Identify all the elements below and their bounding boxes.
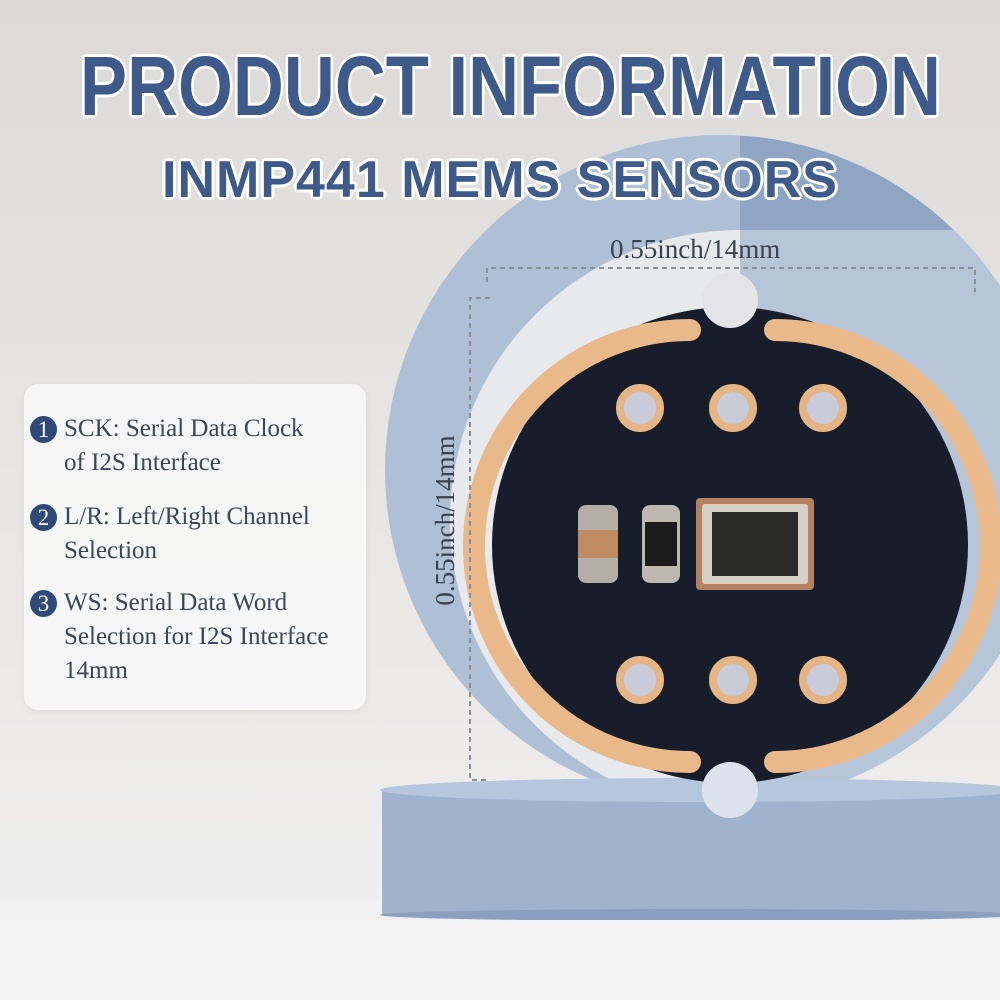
pin-item: 1 SCK: Serial Data Clock of I2S Interfac…	[30, 412, 304, 480]
pin-info-card: 1 SCK: Serial Data Clock of I2S Interfac…	[24, 384, 366, 710]
page-subtitle: INMP441 MEMS SENSORS	[162, 151, 838, 209]
pin-description: WS: Serial Data Word Selection for I2S I…	[64, 589, 329, 684]
page-title: PRODUCT INFORMATION	[80, 39, 942, 133]
resistor	[642, 505, 680, 583]
pin-item: 3 WS: Serial Data Word Selection for I2S…	[30, 586, 328, 688]
pcb-board	[463, 272, 1000, 818]
mems-microphone	[696, 498, 814, 590]
number-badge-icon: 2	[30, 504, 57, 531]
pin-description: L/R: Left/Right Channel Selection	[64, 503, 310, 564]
dimension-lines	[469, 267, 976, 781]
floor-step	[0, 840, 380, 900]
pin-item: 2 L/R: Left/Right Channel Selection	[30, 500, 310, 568]
capacitor	[578, 505, 618, 583]
floor	[0, 920, 1000, 1000]
number-badge-icon: 1	[30, 416, 57, 443]
number-badge-icon: 3	[30, 590, 57, 617]
pin-description: SCK: Serial Data Clock of I2S Interface	[64, 415, 304, 476]
height-dimension-label: 0.55inch/14mm	[430, 435, 460, 606]
podium	[380, 778, 1000, 921]
width-dimension-label: 0.55inch/14mm	[610, 234, 781, 264]
